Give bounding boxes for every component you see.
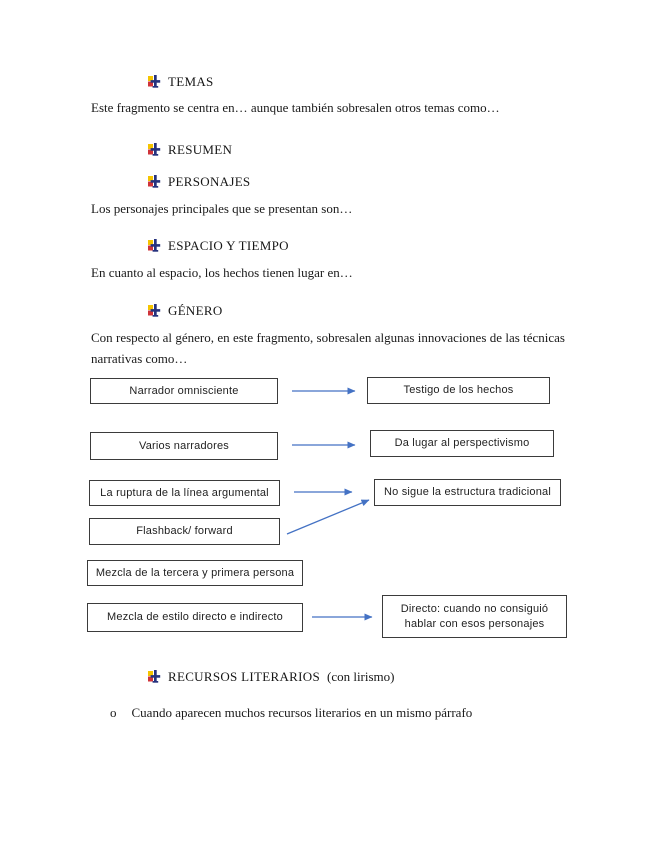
heading-suffix: (con lirismo) [326,669,395,684]
heading-label: TEMAS [168,74,214,89]
diagram-box-varios-narradores: Varios narradores [90,432,278,460]
heading-temas: TEMAS [148,73,214,90]
diagram-box-label: Da lugar al perspectivismo [394,437,530,449]
sub-bullet-item: o Cuando aparecen muchos recursos literar… [110,704,472,722]
arrow-flashback-to-estructura [286,499,370,535]
diagram-box-label: Flashback/ forward [136,525,233,537]
diagram-box-mezcla-estilo: Mezcla de estilo directo e indirecto [87,603,303,632]
diagram-box-label: Mezcla de estilo directo e indirecto [107,611,283,623]
heading-personajes: PERSONAJES [148,173,250,190]
diagram-box-label: Directo: cuando no consiguió hablar con … [400,602,549,630]
diagram-box-testigo-hechos: Testigo de los hechos [367,377,550,404]
heading-label: RESUMEN [168,142,233,157]
paragraph-espacio: En cuanto al espacio, los hechos tienen … [91,265,353,280]
colored-arrow-bullet-icon [148,143,161,156]
paragraph-personajes: Los personajes principales que se presen… [91,201,353,216]
colored-arrow-bullet-icon [148,239,161,252]
paragraph-genero: Con respecto al género, en este fragment… [91,330,565,366]
heading-espacio-y-tiempo: ESPACIO Y TIEMPO [148,237,289,254]
colored-arrow-bullet-icon [148,175,161,188]
diagram-box-perspectivismo: Da lugar al perspectivismo [370,430,554,457]
diagram-box-label: Varios narradores [138,439,229,452]
diagram-box-label: La ruptura de la línea argumental [100,486,269,499]
diagram-box-ruptura-linea-argumental: La ruptura de la línea argumental [89,480,280,506]
colored-arrow-bullet-icon [148,670,161,683]
heading-resumen: RESUMEN [148,141,232,158]
heading-label: PERSONAJES [168,174,251,189]
diagram-box-flashback-forward: Flashback/ forward [89,518,280,545]
diagram-box-directo: Directo: cuando no consiguió hablar con … [382,595,567,638]
colored-arrow-bullet-icon [148,75,161,88]
diagram-box-label: Mezcla de la tercera y primera persona [95,566,295,579]
diagram-box-label: No sigue la estructura tradicional [384,486,551,498]
diagram-box-label: Testigo de los hechos [403,384,514,396]
heading-label: GÉNERO [168,303,223,318]
colored-arrow-bullet-icon [148,304,161,317]
heading-label: RECURSOS LITERARIOS [168,669,320,684]
diagram-box-mezcla-persona: Mezcla de la tercera y primera persona [87,560,303,586]
sub-bullet-marker: o [110,705,117,720]
sub-bullet-text: Cuando aparecen muchos recursos literari… [131,705,473,720]
heading-label: ESPACIO Y TIEMPO [168,238,289,253]
diagram-box-narrador-omnisciente: Narrador omnisciente [90,378,278,404]
heading-recursos-literarios: RECURSOS LITERARIOS (con lirismo) [148,668,395,685]
heading-genero: GÉNERO [148,302,223,319]
diagram-box-label: Narrador omnisciente [129,384,239,397]
paragraph-temas: Este fragmento se centra en… aunque tamb… [91,100,500,115]
diagram-box-estructura-tradicional: No sigue la estructura tradicional [374,479,561,506]
